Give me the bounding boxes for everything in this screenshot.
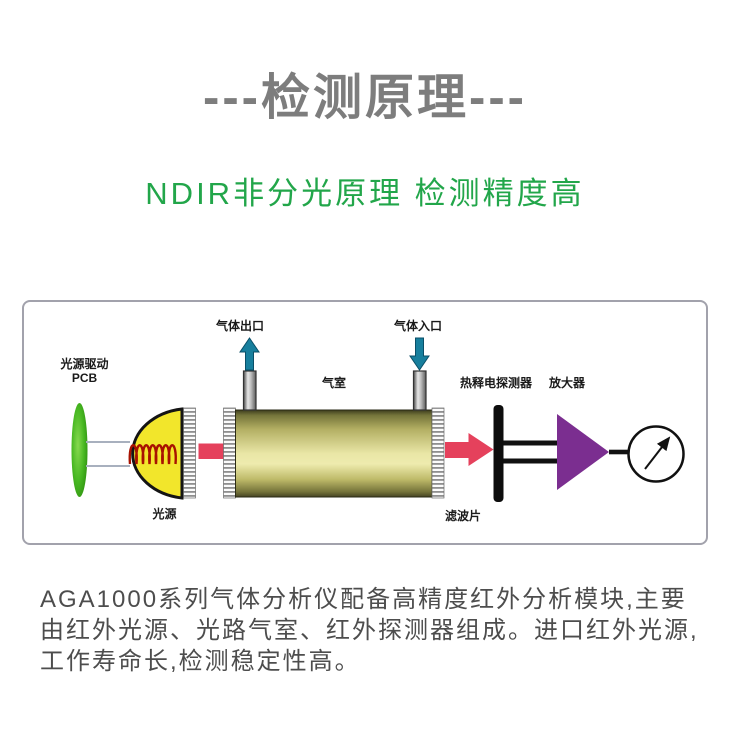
filter-bar xyxy=(493,405,504,502)
ndir-schematic-svg: 光源驱动 PCB 气体出口 气体入口 气室 热释电探测器 放大器 光源 滤波片 xyxy=(59,318,685,523)
description-line: 工作寿命长,检测稳定性高。 xyxy=(40,648,361,675)
meter-needle xyxy=(644,436,671,470)
amplifier-triangle xyxy=(557,414,609,490)
inlet-tube xyxy=(412,370,427,411)
gas-chamber-body xyxy=(235,409,433,498)
chamber-ribs-left xyxy=(223,407,236,499)
pcb-board xyxy=(71,403,88,497)
label-detector: 热释电探测器 xyxy=(460,375,533,390)
label-light-source: 光源 xyxy=(151,506,176,521)
label-gas-chamber: 气室 xyxy=(321,375,346,390)
page-subtitle: NDIR非分光原理 检测精度高 xyxy=(145,176,585,211)
filament-coil xyxy=(128,444,177,465)
light-source-dome xyxy=(131,407,184,500)
label-pcb-line2: PCB xyxy=(72,371,98,385)
label-pcb-line1: 光源驱动 xyxy=(59,356,108,371)
signal-line-top xyxy=(503,440,557,446)
ir-beam-arrow-icon xyxy=(445,433,494,466)
product-description: AGA1000系列气体分析仪配备高精度红外分析模块,主要 由红外光源、光路气室、… xyxy=(40,584,710,677)
chamber-ribs-right xyxy=(431,407,445,499)
signal-line-bottom xyxy=(503,458,557,464)
gas-outlet-arrow-icon xyxy=(239,337,260,371)
amplifier-output-line xyxy=(609,449,628,455)
label-amplifier: 放大器 xyxy=(548,375,586,390)
label-gas-inlet: 气体入口 xyxy=(393,318,442,333)
description-line: 由红外光源、光路气室、红外探测器组成。进口红外光源, xyxy=(40,617,699,644)
description-line: AGA1000系列气体分析仪配备高精度红外分析模块,主要 xyxy=(40,586,687,613)
page-title: ---检测原理--- xyxy=(203,71,527,125)
label-gas-outlet: 气体出口 xyxy=(215,318,264,333)
label-filter: 滤波片 xyxy=(445,508,481,523)
gas-inlet-arrow-icon xyxy=(409,337,430,371)
outlet-tube xyxy=(242,370,257,411)
ndir-diagram-panel: 光源驱动 PCB 气体出口 气体入口 气室 热释电探测器 放大器 光源 滤波片 xyxy=(22,300,708,545)
ir-beam xyxy=(198,443,224,459)
dome-ribs xyxy=(183,407,196,499)
